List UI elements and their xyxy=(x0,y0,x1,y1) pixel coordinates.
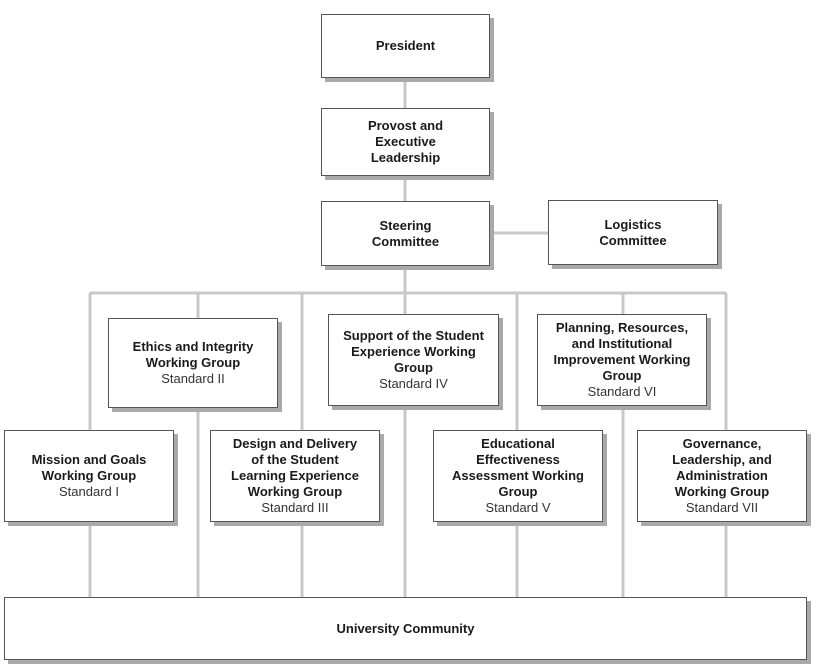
steering-committee-label: Steering Committee xyxy=(371,217,440,249)
governance-group-standard: Standard VII xyxy=(685,500,759,515)
ethics-group-name: Ethics and Integrity Working Group xyxy=(132,339,254,370)
design-group-standard: Standard III xyxy=(261,500,329,515)
mission-group-standard: Standard I xyxy=(59,484,119,499)
planning-group-standard: Standard VI xyxy=(587,384,657,399)
mission-group-box: Mission and Goals Working Group Standard… xyxy=(4,430,174,522)
educational-group-name: Educational Effectiveness Assessment Wor… xyxy=(452,436,584,499)
president-label: President xyxy=(375,38,436,53)
planning-group-box: Planning, Resources, and Institutional I… xyxy=(537,314,707,406)
ethics-group-box: Ethics and Integrity Working Group Stand… xyxy=(108,318,278,408)
provost-box: Provost and Executive Leadership xyxy=(321,108,490,176)
logistics-committee-label: Logistics Committee xyxy=(599,216,667,248)
educational-group-box: Educational Effectiveness Assessment Wor… xyxy=(433,430,603,522)
university-community-label: University Community xyxy=(336,620,475,636)
support-group-name: Support of the Student Experience Workin… xyxy=(343,328,484,375)
planning-group-name: Planning, Resources, and Institutional I… xyxy=(553,320,691,383)
support-group-box: Support of the Student Experience Workin… xyxy=(328,314,499,406)
mission-group-name: Mission and Goals Working Group xyxy=(31,452,147,483)
governance-group-name: Governance, Leadership, and Administrati… xyxy=(672,436,772,499)
design-group-name: Design and Delivery of the Student Learn… xyxy=(231,436,359,499)
governance-group-box: Governance, Leadership, and Administrati… xyxy=(637,430,807,522)
provost-label: Provost and Executive Leadership xyxy=(367,118,444,165)
educational-group-standard: Standard V xyxy=(485,500,551,515)
logistics-committee-box: Logistics Committee xyxy=(548,200,718,265)
design-group-box: Design and Delivery of the Student Learn… xyxy=(210,430,380,522)
steering-committee-box: Steering Committee xyxy=(321,201,490,266)
university-community-box: University Community xyxy=(4,597,807,660)
support-group-standard: Standard IV xyxy=(379,376,448,391)
president-box: President xyxy=(321,14,490,78)
ethics-group-standard: Standard II xyxy=(161,371,225,386)
